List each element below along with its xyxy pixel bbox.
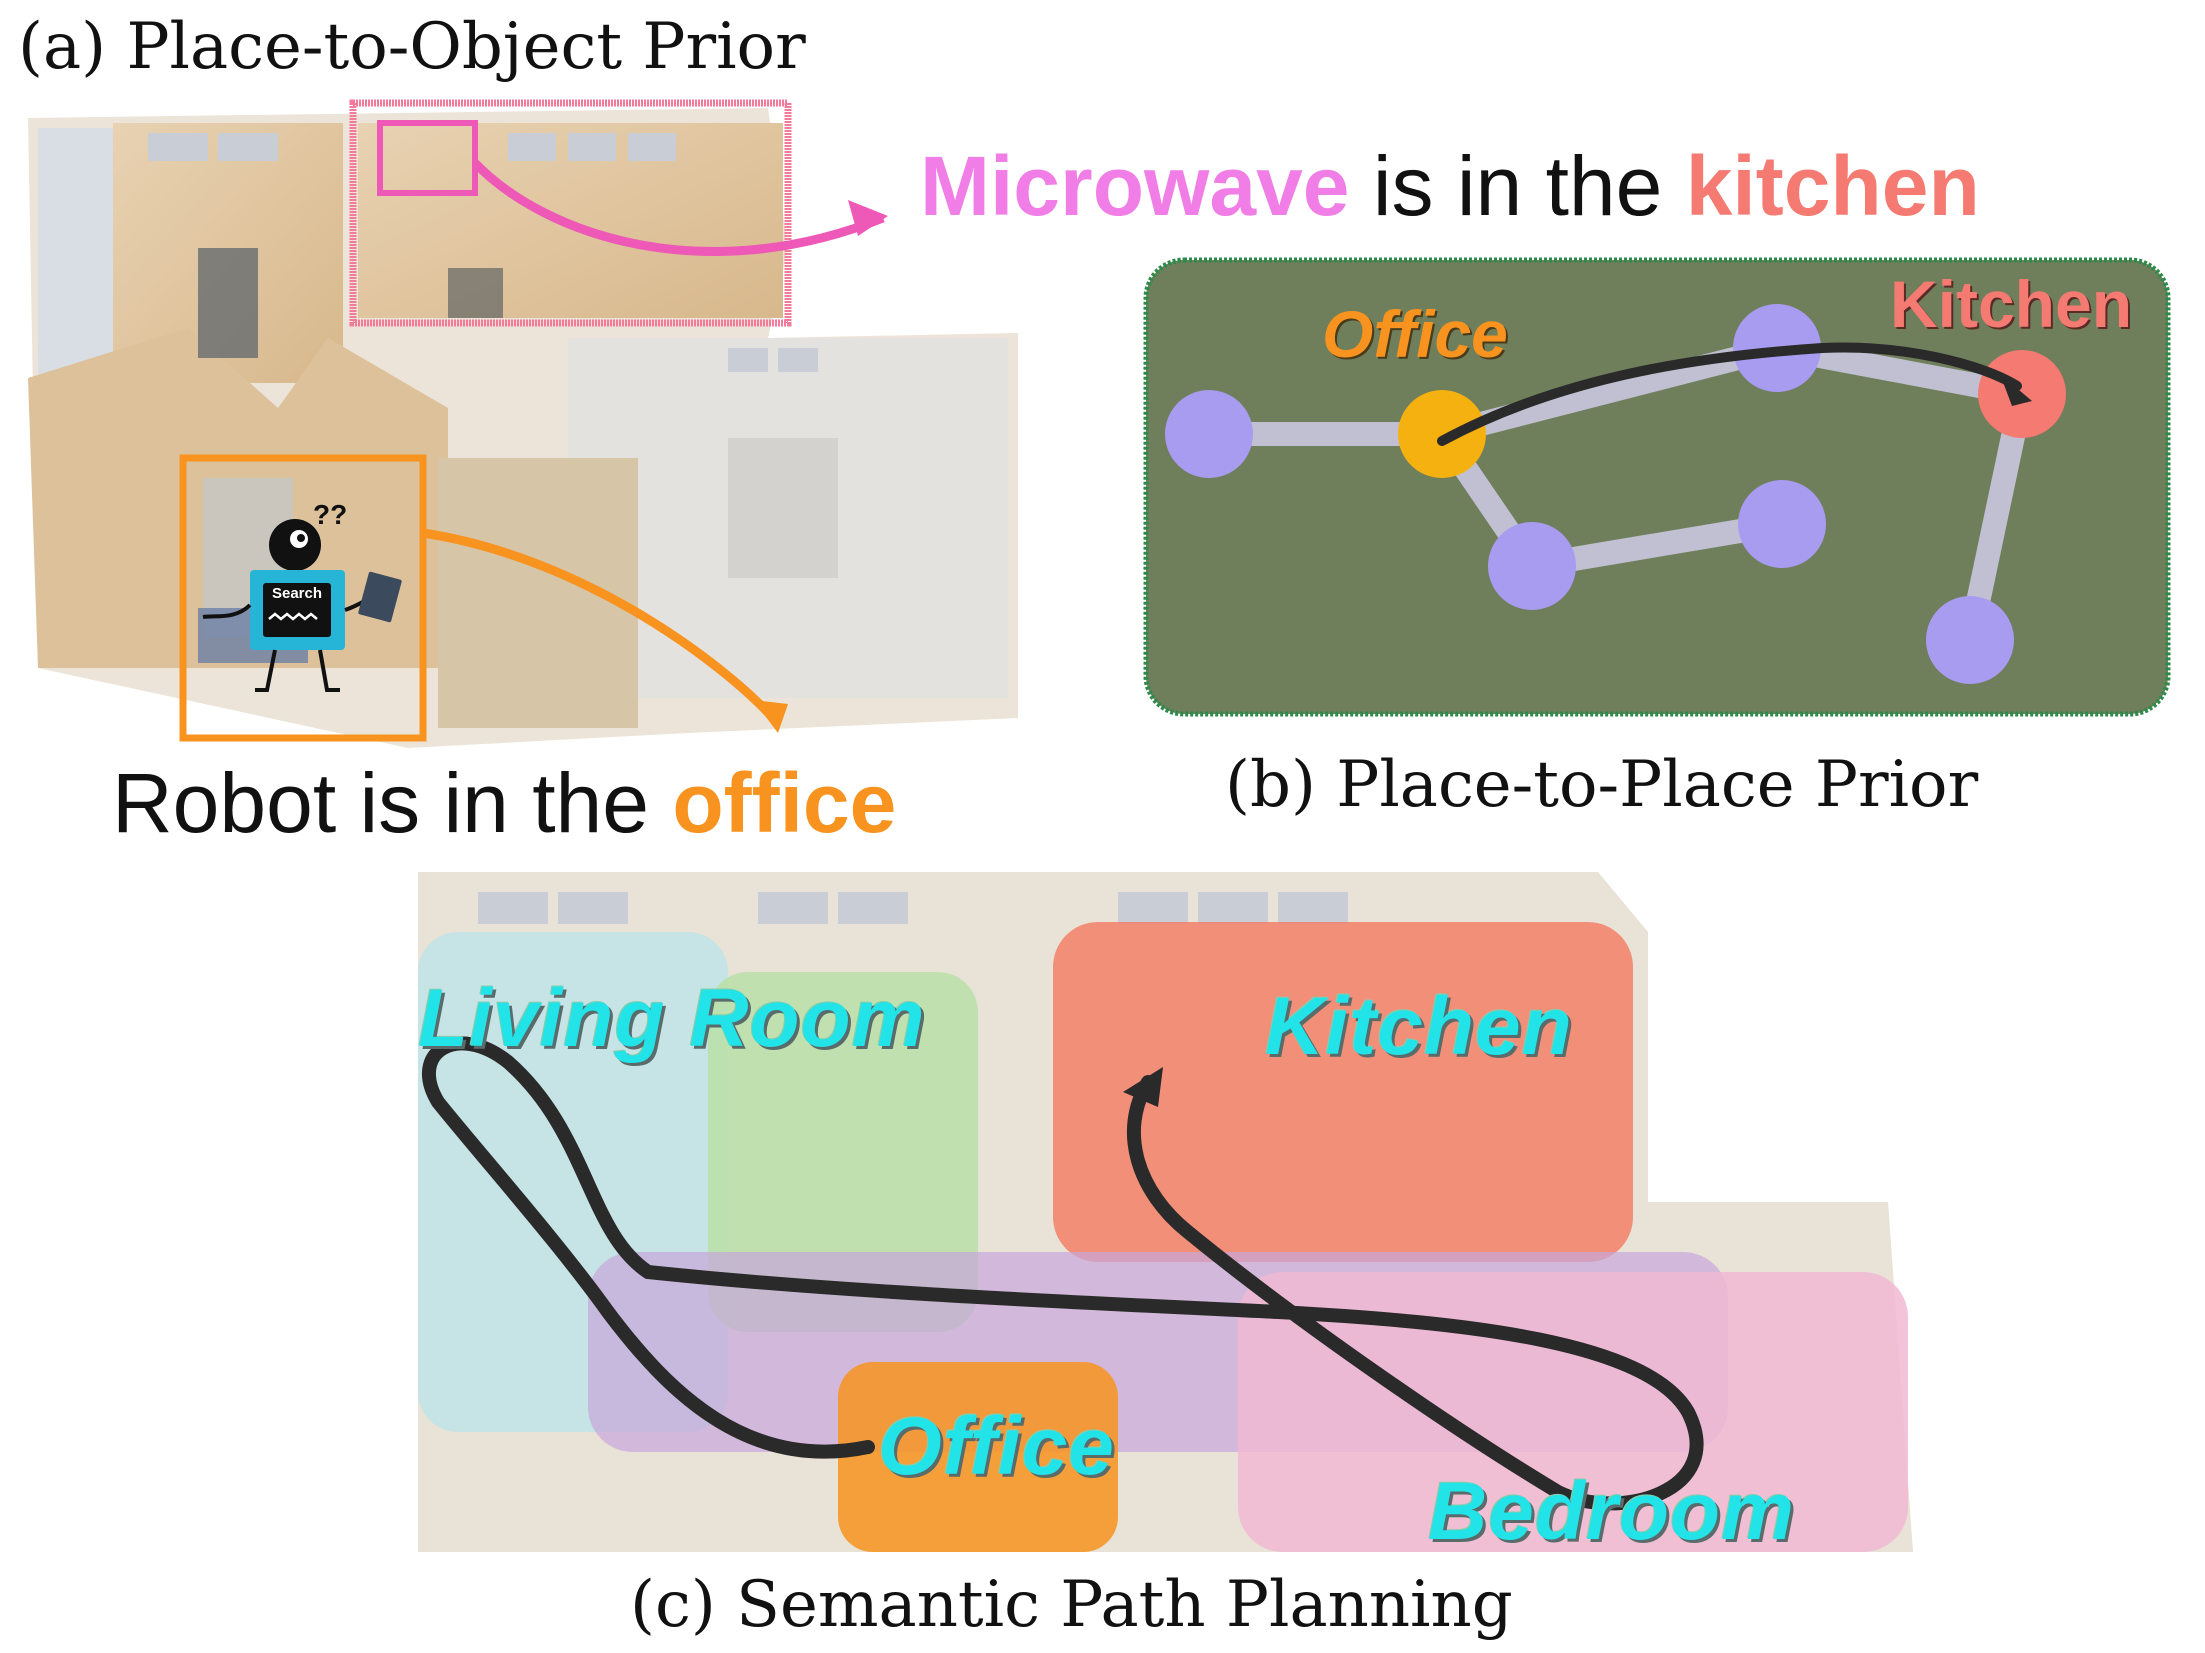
floorplan-a (28, 99, 1018, 748)
graph-node-kitchen-label: Kitchen (1890, 267, 2133, 341)
bedroom-region (1238, 1272, 1908, 1552)
microwave-in-kitchen-statement: Microwave is in the kitchen (920, 138, 1980, 235)
floorplan-c (418, 872, 1913, 1552)
room-kitchen-label: Kitchen (1265, 981, 1573, 1072)
dining-region (708, 972, 978, 1332)
kitchen-region (1053, 922, 1633, 1262)
panel-a-label: (a) Place-to-Object Prior (18, 10, 806, 84)
room-office-label: Office (878, 1401, 1115, 1492)
statement-object: Microwave (920, 139, 1350, 233)
panel-b-label: (b) Place-to-Place Prior (1225, 748, 1979, 822)
statement-place: kitchen (1685, 139, 1980, 233)
robot-in-office-statement: Robot is in the office (112, 755, 896, 852)
place-graph (1143, 257, 2171, 717)
statement-prefix: Robot is in the (112, 756, 673, 850)
robot-thought: ?? (313, 499, 348, 530)
robot-icon: Search ?? (195, 499, 410, 695)
room-living-room-label: Living Room (418, 973, 926, 1064)
room-bedroom-label: Bedroom (1428, 1466, 1795, 1557)
graph-node-office-label: Office (1322, 297, 1508, 371)
robot-screen-text: Search (271, 585, 323, 602)
statement-place: office (672, 756, 897, 850)
statement-middle: is in the (1349, 139, 1686, 233)
office-region (838, 1362, 1118, 1552)
panel-c-label: (c) Semantic Path Planning (630, 1568, 1513, 1642)
